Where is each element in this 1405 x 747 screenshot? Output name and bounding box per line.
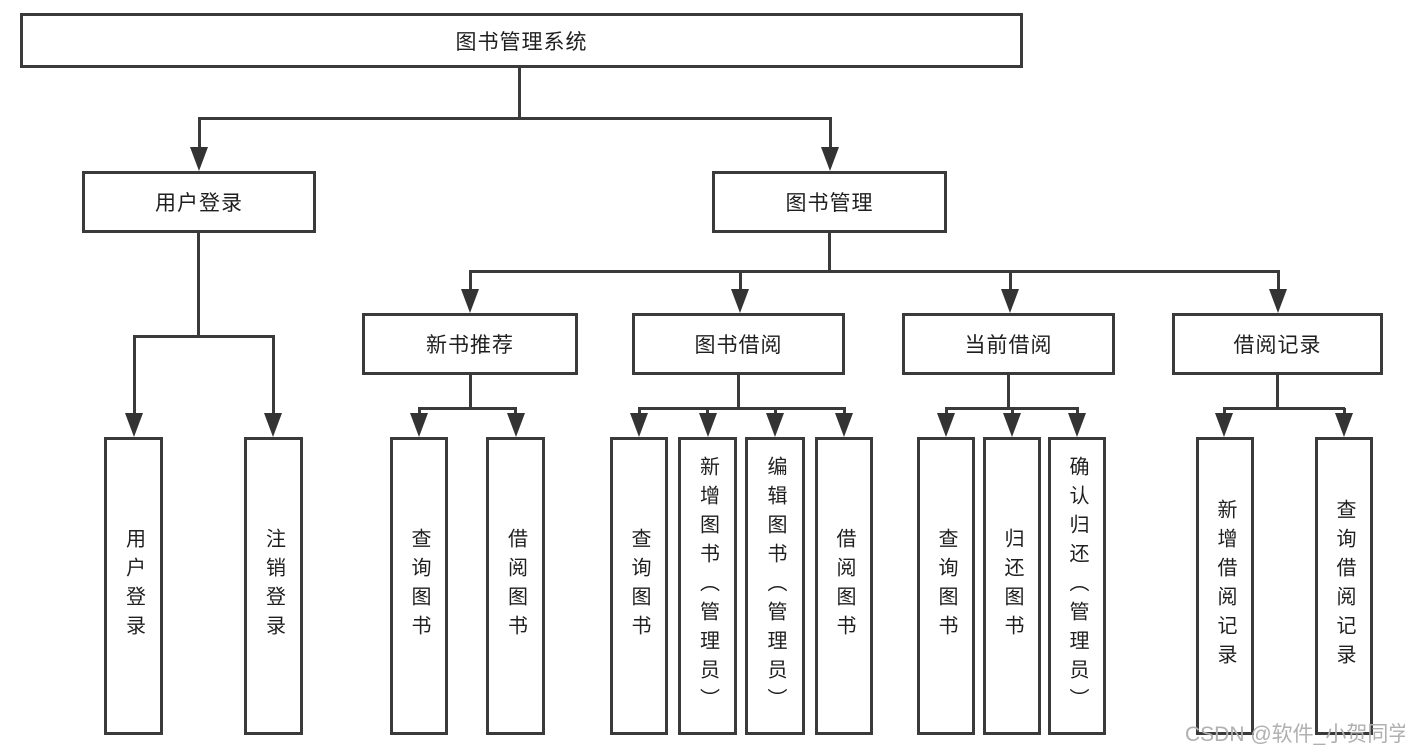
leaf-query-borrow-record-label: 查询借阅记录	[1333, 499, 1355, 673]
leaf-borrow-books-2: 借阅图书	[815, 437, 873, 735]
node-root: 图书管理系统	[20, 13, 1023, 68]
leaf-add-book-admin-label: 新增图书（管理员）	[696, 455, 719, 717]
connector-arrow-down	[197, 118, 201, 147]
leaf-return-books-label: 归还图书	[1001, 528, 1023, 644]
node-new-book-recommend: 新书推荐	[362, 313, 578, 375]
connector-line	[468, 270, 1280, 273]
leaf-add-borrow-record-label: 新增借阅记录	[1214, 499, 1236, 673]
connector-line	[828, 233, 831, 273]
leaf-query-books-recommend-label: 查询图书	[408, 528, 430, 644]
leaf-edit-book-admin-label: 编辑图书（管理员）	[764, 455, 786, 717]
connector-arrow-down	[1010, 408, 1014, 413]
connector-arrow-down	[738, 271, 742, 289]
connector-arrow-down	[828, 118, 832, 147]
leaf-query-books-borrow: 查询图书	[610, 437, 668, 735]
connector-arrow-down	[637, 408, 641, 413]
leaf-user-login-label: 用户登录	[122, 528, 145, 644]
connector-line	[132, 335, 275, 338]
leaf-user-login: 用户登录	[104, 437, 163, 735]
node-current-borrow-label: 当前借阅	[964, 334, 1053, 357]
connector-arrow-down	[1008, 271, 1012, 289]
node-root-label: 图书管理系统	[455, 30, 588, 54]
connector-arrow-down	[706, 408, 709, 413]
leaf-confirm-return-admin: 确认归还（管理员）	[1048, 437, 1106, 735]
node-current-borrow: 当前借阅	[902, 313, 1115, 375]
connector-line	[417, 407, 517, 410]
leaf-query-books-current-label: 查询图书	[935, 528, 957, 644]
leaf-query-books-borrow-label: 查询图书	[628, 528, 650, 644]
node-book-management: 图书管理	[712, 171, 947, 233]
connector-arrow-down	[271, 336, 275, 413]
node-borrow-records: 借阅记录	[1172, 313, 1383, 375]
connector-line	[197, 117, 832, 120]
node-user-login-label: 用户登录	[155, 192, 243, 215]
connector-arrow-down	[417, 408, 421, 413]
connector-arrow-down	[842, 408, 846, 413]
connector-arrow-down	[1276, 271, 1280, 289]
leaf-logout: 注销登录	[244, 437, 303, 735]
leaf-add-borrow-record: 新增借阅记录	[1196, 437, 1254, 735]
connector-arrow-down	[1075, 408, 1079, 413]
connector-line	[517, 68, 521, 118]
node-new-book-recommend-label: 新书推荐	[426, 334, 514, 357]
csdn-watermark: CSDN @软件_小贺同学	[1185, 723, 1405, 746]
node-book-management-label: 图书管理	[785, 192, 874, 215]
connector-arrow-down	[1222, 408, 1226, 413]
leaf-borrow-books-recommend: 借阅图书	[486, 437, 545, 735]
leaf-query-books-current: 查询图书	[917, 437, 975, 735]
leaf-return-books: 归还图书	[983, 437, 1041, 735]
connector-arrow-down	[514, 408, 517, 413]
node-book-borrow-label: 图书借阅	[694, 334, 783, 357]
connector-line	[197, 233, 200, 338]
node-user-login: 用户登录	[82, 171, 316, 233]
leaf-add-book-admin: 新增图书（管理员）	[678, 437, 737, 735]
connector-arrow-down	[1342, 408, 1346, 413]
leaf-query-borrow-record: 查询借阅记录	[1315, 437, 1373, 735]
connector-line	[468, 375, 472, 410]
connector-line	[637, 407, 846, 410]
connector-line	[1222, 407, 1345, 410]
leaf-logout-label: 注销登录	[262, 528, 285, 644]
leaf-query-books-recommend: 查询图书	[390, 437, 448, 735]
connector-arrow-down	[944, 408, 948, 413]
leaf-borrow-books-2-label: 借阅图书	[833, 528, 855, 644]
connector-line	[1276, 375, 1279, 410]
connector-line	[1007, 375, 1010, 410]
leaf-edit-book-admin: 编辑图书（管理员）	[745, 437, 805, 735]
connector-line	[737, 375, 740, 410]
connector-arrow-down	[773, 408, 777, 413]
node-book-borrow: 图书借阅	[632, 313, 845, 375]
leaf-confirm-return-admin-label: 确认归还（管理员）	[1066, 455, 1088, 717]
connector-arrow-down	[468, 271, 472, 289]
leaf-borrow-books-recommend-label: 借阅图书	[504, 528, 527, 644]
connector-arrow-down	[132, 336, 136, 413]
node-borrow-records-label: 借阅记录	[1233, 334, 1322, 357]
